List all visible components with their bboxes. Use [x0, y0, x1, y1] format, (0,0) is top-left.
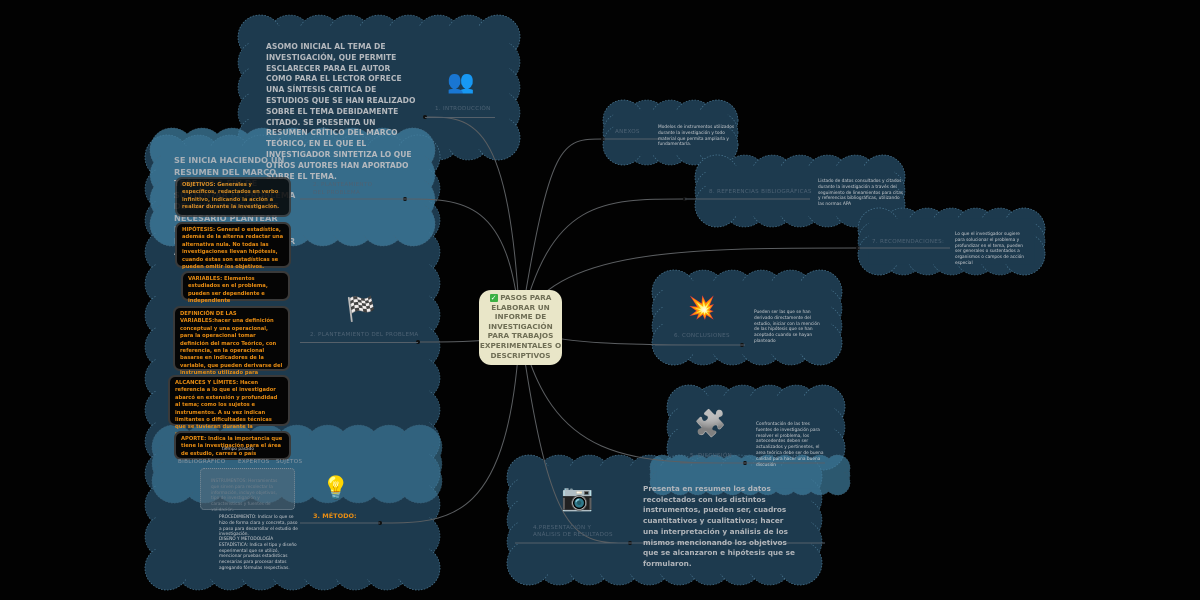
source-sujetos[interactable]: SUJETOS — [276, 459, 303, 465]
checkmark-icon: ✓ — [489, 294, 498, 302]
introduccion-label[interactable]: 1. INTRODUCCIÓN — [435, 106, 491, 112]
procedimiento-text[interactable]: PROCEDIMIENTO: Indicar lo que se hizo de… — [219, 515, 298, 538]
conclusiones-label[interactable]: 6. CONCLUSIONES — [674, 333, 730, 339]
connector-planteamiento-top — [404, 198, 521, 328]
variables-box[interactable]: VARIABLES: Elementos estudiados en el pr… — [181, 271, 290, 304]
recomendaciones-text: Lo que el investigador sugiere para solu… — [955, 232, 1025, 266]
introduccion-text: ASOMO INICIAL AL TEMA DE INVESTIGACIÓN, … — [266, 42, 416, 181]
lightbulb-icon: 💡 — [322, 476, 350, 501]
diseno-text[interactable]: DISEÑO Y METODOLOGÍA ESTADÍSTICA: Indica… — [219, 537, 297, 571]
checkered-flag-icon: 🏁 — [346, 295, 376, 323]
anexos-label[interactable]: ANEXOS — [615, 129, 640, 135]
alcances-limites-box[interactable]: ALCANCES Y LÍMITES: Hacen referencia a l… — [168, 375, 290, 438]
source-bibliografico[interactable]: BIBLIOGRÁFICO — [178, 459, 226, 465]
underline — [425, 117, 495, 118]
planteamiento-label-top[interactable]: 2. PLANTEAMIENTO DEL PROBLEMA — [313, 182, 373, 196]
central-topic-text: PASOS PARA ELABORAR UN INFORME DE INVEST… — [479, 293, 562, 360]
objetivos-box[interactable]: OBJETIVOS: Generales y específicos, reda… — [175, 177, 291, 217]
definicion-variables-box[interactable]: DEFINICIÓN DE LAS VARIABLES:hacer una de… — [173, 306, 290, 384]
planteamiento-label[interactable]: 2. PLANTEAMIENTO DEL PROBLEMA — [310, 332, 419, 338]
anexos-text: Modelos de instrumentos utilizados duran… — [658, 125, 735, 148]
source-expertos[interactable]: EXPERTOS — [238, 459, 270, 465]
camera-icon: 📷 — [561, 483, 594, 513]
presentacion-text: Presenta en resumen los datos recolectad… — [643, 484, 795, 568]
aporte-overlap-text: tiempo pasado — [222, 447, 255, 452]
cloud-anexos — [602, 99, 739, 166]
connector-referencias — [519, 198, 686, 328]
connector-presentacion — [519, 326, 631, 544]
connector-metodo — [379, 326, 521, 524]
discusion-text: Confrontación de las tres fuentes de inv… — [756, 422, 824, 468]
referencias-label[interactable]: 8. REFERENCIAS BIBLIOGRÁFICAS — [709, 189, 812, 195]
presentacion-label[interactable]: 4.PRESENTACIÓN Y ANÁLISIS DE RESULTADOS — [533, 525, 613, 538]
recomendaciones-label[interactable]: 7. RECOMENDACIONES: — [872, 239, 945, 245]
aporte-box[interactable]: APORTE: Indica la importancia que tiene … — [174, 431, 291, 460]
conclusiones-text: Pueden ser las que se han derivado direc… — [754, 310, 820, 344]
referencias-text: Listado de datos consultados y citados d… — [818, 179, 903, 208]
connector-anexos — [519, 138, 604, 328]
underline — [300, 342, 418, 343]
instrumentos-box[interactable]: INSTRUMENTOS: Herramientas que sirven pa… — [200, 468, 295, 513]
connector-dot — [416, 340, 420, 344]
cloud-conclusiones — [651, 269, 843, 366]
cloud-discusion-overlap — [649, 454, 851, 496]
hipotesis-box[interactable]: HIPÓTESIS: General o estadística, además… — [175, 222, 291, 270]
cloud-recomendaciones — [857, 207, 1046, 276]
explosion-icon: 💥 — [688, 296, 716, 321]
central-topic[interactable]: ✓ PASOS PARA ELABORAR UN INFORME DE INVE… — [479, 290, 562, 365]
people-icon: 👥 — [447, 70, 475, 95]
discusion-label[interactable]: 5. DISCUSIÓN — [690, 453, 733, 459]
metodo-label[interactable]: 3. MÉTODO: — [313, 512, 357, 520]
puzzle-piece-icon: 🧩 — [694, 409, 727, 439]
